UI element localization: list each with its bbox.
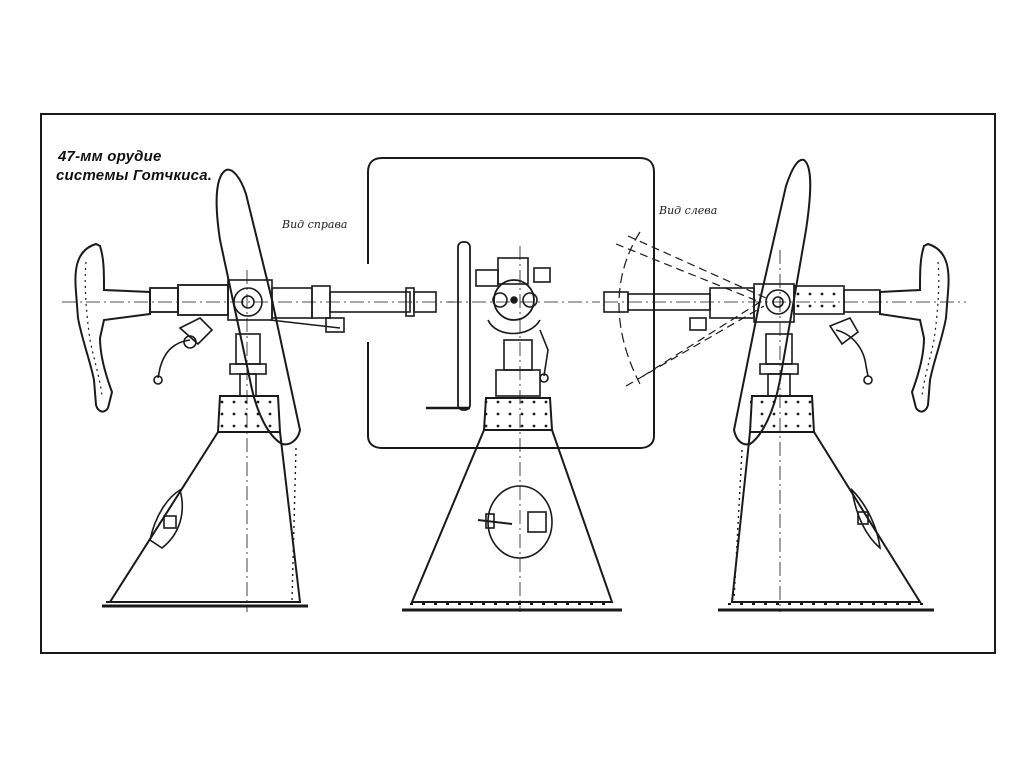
front-view: [367, 157, 655, 612]
left-view: [603, 158, 966, 612]
right-view: [62, 168, 455, 612]
right-view-label: Вид справа: [282, 218, 348, 231]
left-view-label: Вид слева: [659, 204, 718, 217]
drawing-frame: [40, 113, 996, 654]
drawing-title-line1: 47-мм орудие: [58, 148, 162, 165]
drawing-title-line2: системы Готчкиса.: [56, 167, 213, 184]
